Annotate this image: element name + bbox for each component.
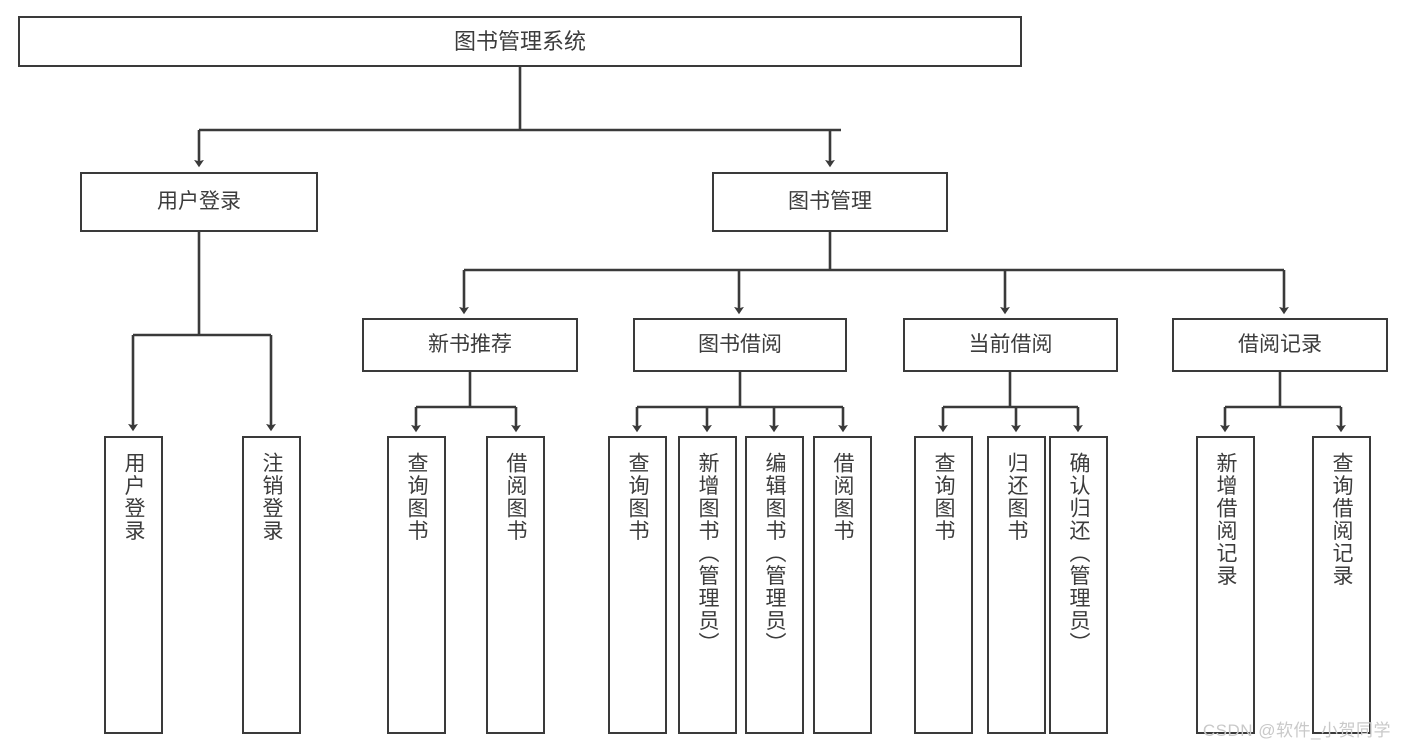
node-leaf-borrow-book-label: 借阅图书 [831, 452, 854, 542]
node-leaf-add-borrow-record[interactable]: 新增借阅记录 [1196, 436, 1255, 734]
node-book-management-label: 图书管理 [788, 189, 872, 213]
node-current-borrow-label: 当前借阅 [968, 332, 1053, 356]
node-leaf-add-borrow-record-label: 新增借阅记录 [1214, 452, 1237, 587]
node-leaf-borrow-book[interactable]: 借阅图书 [813, 436, 872, 734]
node-leaf-query-book-borrow-label: 查询图书 [626, 452, 649, 542]
node-leaf-confirm-return[interactable]: 确认归还（管理员） [1049, 436, 1108, 734]
node-leaf-borrow-book-recommend[interactable]: 借阅图书 [486, 436, 545, 734]
node-borrow-record-label: 借阅记录 [1238, 332, 1322, 356]
node-leaf-user-login-label: 用户登录 [122, 452, 145, 542]
node-leaf-add-book-label: 新增图书（管理员） [696, 452, 719, 655]
node-leaf-edit-book[interactable]: 编辑图书（管理员） [745, 436, 804, 734]
node-leaf-borrow-book-recommend-label: 借阅图书 [504, 452, 527, 542]
node-leaf-return-book-label: 归还图书 [1005, 452, 1028, 542]
node-leaf-query-book-borrow[interactable]: 查询图书 [608, 436, 667, 734]
node-leaf-query-book-current-label: 查询图书 [932, 452, 955, 542]
node-leaf-return-book[interactable]: 归还图书 [987, 436, 1046, 734]
node-leaf-logout-label: 注销登录 [260, 452, 283, 542]
node-user-login[interactable]: 用户登录 [80, 172, 318, 232]
node-root[interactable]: 图书管理系统 [18, 16, 1022, 67]
node-leaf-user-login[interactable]: 用户登录 [104, 436, 163, 734]
node-leaf-add-book[interactable]: 新增图书（管理员） [678, 436, 737, 734]
watermark: CSDN @软件_小贺同学 [1202, 721, 1391, 740]
node-leaf-query-book-recommend-label: 查询图书 [405, 452, 428, 542]
node-leaf-logout[interactable]: 注销登录 [242, 436, 301, 734]
node-leaf-query-borrow-record-label: 查询借阅记录 [1330, 452, 1353, 587]
node-book-borrow[interactable]: 图书借阅 [633, 318, 847, 372]
node-book-borrow-label: 图书借阅 [698, 332, 782, 356]
node-leaf-edit-book-label: 编辑图书（管理员） [763, 452, 786, 655]
node-root-label: 图书管理系统 [453, 28, 586, 54]
node-new-book-recommend[interactable]: 新书推荐 [362, 318, 578, 372]
node-borrow-record[interactable]: 借阅记录 [1172, 318, 1388, 372]
node-user-login-label: 用户登录 [157, 189, 241, 213]
node-current-borrow[interactable]: 当前借阅 [903, 318, 1118, 372]
node-leaf-query-borrow-record[interactable]: 查询借阅记录 [1312, 436, 1371, 734]
node-book-management[interactable]: 图书管理 [712, 172, 948, 232]
node-leaf-confirm-return-label: 确认归还（管理员） [1067, 452, 1090, 655]
node-leaf-query-book-current[interactable]: 查询图书 [914, 436, 973, 734]
node-leaf-query-book-recommend[interactable]: 查询图书 [387, 436, 446, 734]
node-new-book-recommend-label: 新书推荐 [428, 332, 512, 356]
